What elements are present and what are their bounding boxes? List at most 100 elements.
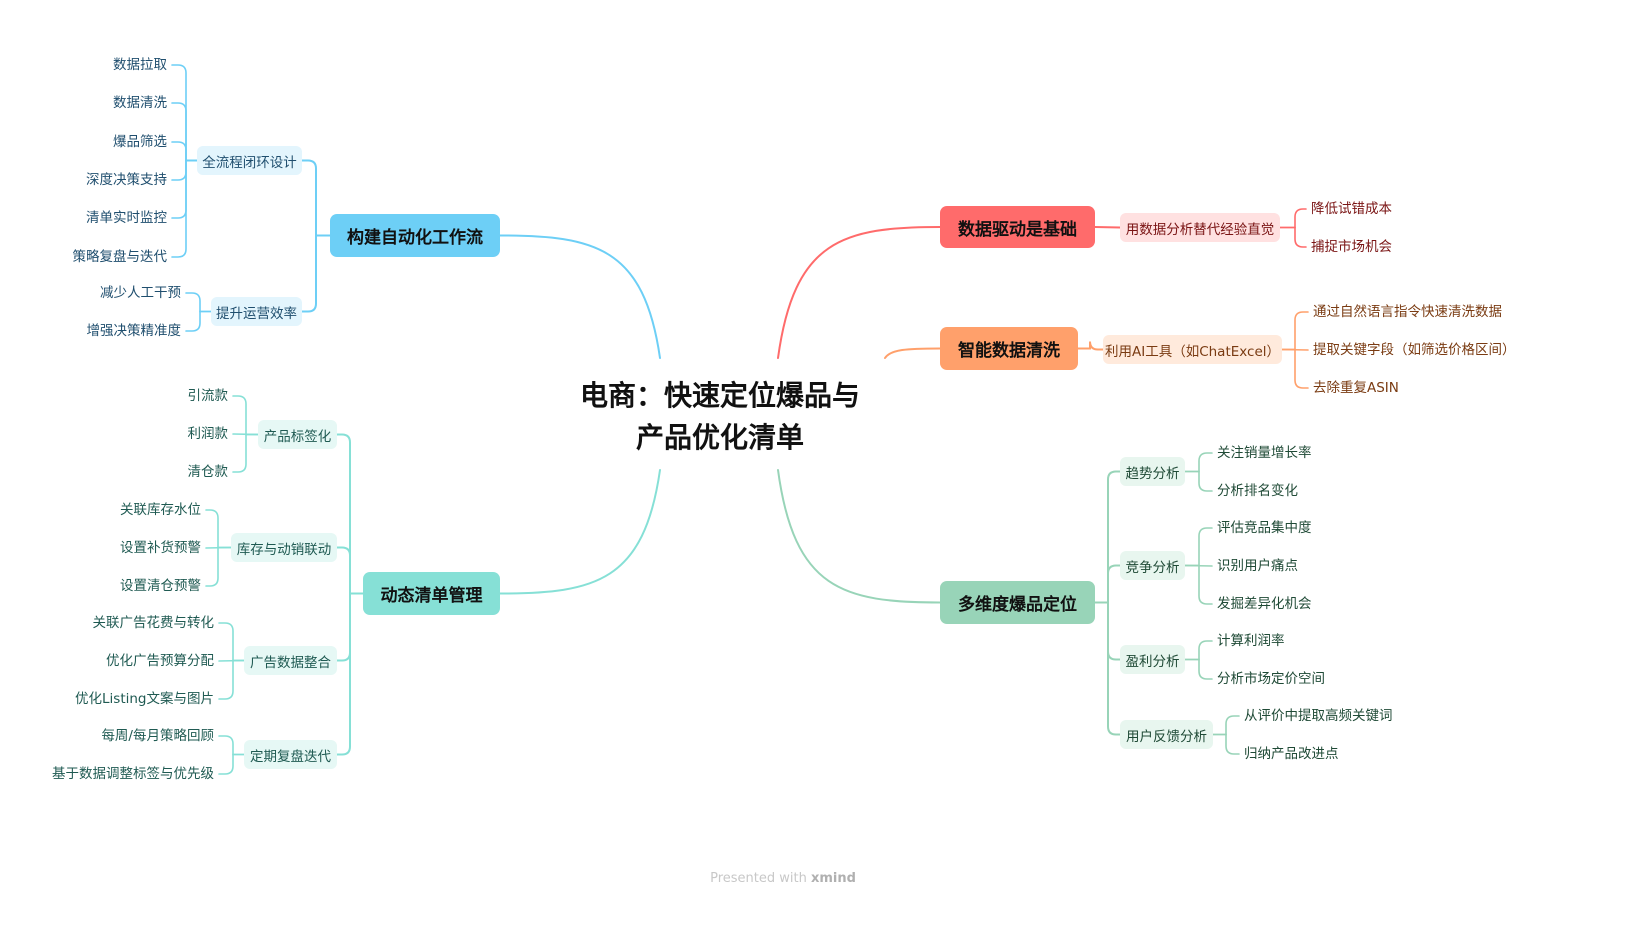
- leaf-topic[interactable]: 关联广告花费与转化: [92, 615, 215, 631]
- leaf-connector: [232, 395, 259, 436]
- leaf-connector: [1184, 564, 1213, 605]
- leaf-topic[interactable]: 评估竞品集中度: [1217, 520, 1312, 536]
- leaf-topic[interactable]: 利润款: [187, 426, 229, 442]
- main-branch-curve: [499, 469, 661, 595]
- subtopic-connector: [1094, 470, 1121, 604]
- subtopic[interactable]: 趋势分析: [1120, 457, 1185, 486]
- leaf-topic[interactable]: 引流款: [187, 388, 229, 404]
- xmind-logo: xmind: [810, 871, 856, 886]
- leaf-connector: [1212, 733, 1240, 755]
- leaf-connector: [171, 64, 198, 162]
- leaf-connector: [205, 509, 232, 549]
- leaf-connector: [171, 141, 198, 162]
- subtopic-connector: [336, 592, 364, 756]
- leaf-connector: [171, 159, 198, 258]
- main-topic[interactable]: 智能数据清洗: [940, 327, 1078, 370]
- leaf-topic[interactable]: 设置补货预警: [120, 540, 201, 556]
- leaf-topic[interactable]: 数据拉取: [113, 57, 167, 73]
- leaf-topic[interactable]: 分析排名变化: [1217, 483, 1298, 499]
- leaf-topic[interactable]: 深度决策支持: [86, 172, 167, 188]
- leaf-topic[interactable]: 每周/每月策略回顾: [101, 728, 214, 744]
- main-topic[interactable]: 数据驱动是基础: [940, 206, 1095, 248]
- leaf-topic[interactable]: 基于数据调整标签与优先级: [52, 766, 214, 782]
- leaf-connector: [1184, 452, 1213, 473]
- leaf-connector: [1184, 658, 1213, 680]
- leaf-connector: [1184, 640, 1213, 661]
- leaf-topic[interactable]: 优化Listing文案与图片: [75, 691, 214, 707]
- subtopic-connector: [1094, 564, 1121, 604]
- leaf-connector: [232, 433, 259, 473]
- leaf-topic[interactable]: 发掘差异化机会: [1217, 596, 1312, 612]
- leaf-connector: [171, 159, 198, 219]
- leaf-topic[interactable]: 降低试错成本: [1311, 201, 1392, 217]
- subtopic-connector: [336, 433, 364, 595]
- main-branch-curve: [499, 234, 661, 359]
- main-topic[interactable]: 构建自动化工作流: [330, 214, 500, 257]
- leaf-connector: [1184, 527, 1213, 567]
- leaf-connector: [185, 310, 212, 332]
- leaf-topic[interactable]: 设置清仓预警: [120, 578, 201, 594]
- subtopic[interactable]: 提升运营效率: [211, 297, 302, 326]
- central-topic-line2: 产品优化清单: [635, 421, 804, 454]
- subtopic-connector: [1094, 601, 1121, 736]
- leaf-connector: [171, 159, 198, 181]
- leaf-topic[interactable]: 计算利润率: [1217, 633, 1285, 649]
- subtopic[interactable]: 用户反馈分析: [1120, 720, 1213, 749]
- main-branch-curve: [884, 347, 941, 359]
- leaf-topic[interactable]: 优化广告预算分配: [106, 653, 214, 669]
- subtopic-connector: [301, 234, 331, 313]
- main-topic[interactable]: 多维度爆品定位: [940, 581, 1095, 624]
- footer-credit: Presented with xmind: [0, 871, 1566, 886]
- central-topic[interactable]: 电商：快速定位爆品与 产品优化清单: [560, 375, 880, 459]
- leaf-topic[interactable]: 增强决策精准度: [86, 323, 182, 339]
- leaf-connector: [1184, 470, 1213, 492]
- leaf-topic[interactable]: 提取关键字段（如筛选价格区间）: [1313, 342, 1516, 358]
- main-branch-curve: [777, 226, 941, 359]
- leaf-topic[interactable]: 分析市场定价空间: [1217, 671, 1325, 687]
- leaf-connector: [1281, 311, 1309, 351]
- subtopic[interactable]: 利用AI工具（如ChatExcel）: [1103, 335, 1282, 364]
- leaf-topic[interactable]: 捕捉市场机会: [1311, 239, 1392, 255]
- subtopic-connector: [301, 159, 331, 237]
- leaf-connector: [185, 292, 212, 313]
- leaf-topic[interactable]: 去除重复ASIN: [1313, 380, 1399, 396]
- leaf-connector: [171, 102, 198, 162]
- leaf-topic[interactable]: 归纳产品改进点: [1244, 746, 1339, 762]
- main-topic[interactable]: 动态清单管理: [363, 572, 500, 615]
- subtopic[interactable]: 广告数据整合: [244, 646, 337, 675]
- footer-prefix: Presented with: [710, 871, 807, 886]
- leaf-connector: [1281, 348, 1309, 389]
- leaf-topic[interactable]: 数据清洗: [113, 95, 167, 111]
- leaf-topic[interactable]: 识别用户痛点: [1217, 558, 1298, 574]
- leaf-topic[interactable]: 爆品筛选: [113, 134, 167, 150]
- subtopic[interactable]: 库存与动销联动: [231, 533, 337, 562]
- leaf-topic[interactable]: 通过自然语言指令快速清洗数据: [1313, 304, 1502, 320]
- subtopic[interactable]: 产品标签化: [258, 420, 337, 449]
- central-topic-line1: 电商：快速定位爆品与: [579, 379, 860, 412]
- leaf-topic[interactable]: 关注销量增长率: [1217, 445, 1312, 461]
- subtopic-connector: [1077, 341, 1104, 351]
- leaf-connector: [1279, 226, 1307, 248]
- leaf-topic[interactable]: 清单实时监控: [86, 210, 167, 226]
- subtopic[interactable]: 定期复盘迭代: [244, 740, 337, 769]
- leaf-connector: [218, 622, 245, 662]
- subtopic[interactable]: 用数据分析替代经验直觉: [1120, 213, 1280, 242]
- leaf-connector: [218, 659, 245, 700]
- subtopic[interactable]: 全流程闭环设计: [197, 146, 302, 175]
- leaf-topic[interactable]: 减少人工干预: [100, 285, 181, 301]
- leaf-topic[interactable]: 关联库存水位: [120, 502, 201, 518]
- leaf-connector: [1212, 715, 1240, 736]
- leaf-topic[interactable]: 清仓款: [187, 464, 229, 480]
- subtopic-connector: [1094, 226, 1121, 229]
- leaf-topic[interactable]: 策略复盘与迭代: [72, 249, 168, 265]
- leaf-connector: [218, 753, 245, 775]
- leaf-connector: [1279, 208, 1307, 229]
- subtopic[interactable]: 盈利分析: [1120, 645, 1185, 674]
- subtopic[interactable]: 竞争分析: [1120, 551, 1185, 580]
- main-branch-curve: [777, 469, 941, 604]
- leaf-topic[interactable]: 从评价中提取高频关键词: [1244, 708, 1393, 724]
- leaf-connector: [205, 546, 232, 587]
- leaf-connector: [218, 735, 245, 756]
- subtopic-connector: [336, 546, 364, 595]
